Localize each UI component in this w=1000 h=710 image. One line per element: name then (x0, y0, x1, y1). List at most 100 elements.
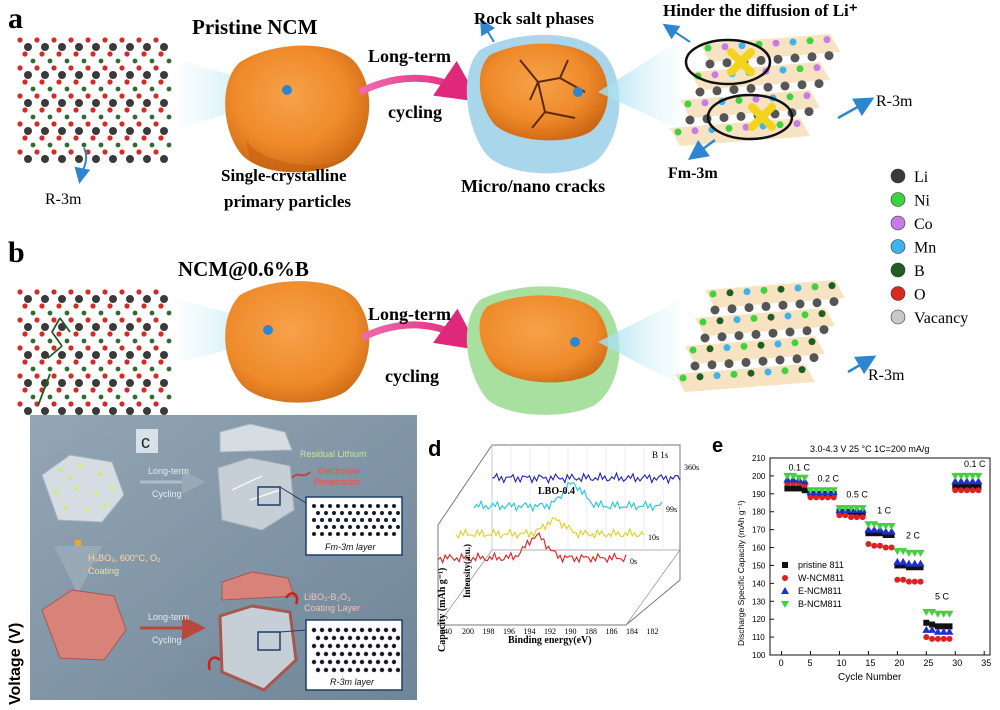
lithium-dot (92, 71, 100, 79)
point-e-ncm811 (957, 477, 966, 485)
r3m-atom (379, 667, 385, 673)
residual-lithium-label: Residual Lithium (300, 449, 367, 459)
oxygen-dot (153, 317, 159, 323)
point-e-ncm811 (968, 477, 977, 485)
oxygen-dot (68, 93, 74, 99)
fm3m-atom (352, 532, 356, 536)
y-tick-label: 200 (752, 472, 766, 481)
oxygen-dot (17, 121, 23, 127)
boron-particle (225, 281, 370, 403)
lithium-dot (160, 127, 168, 135)
point-w-ncm811 (940, 635, 947, 642)
tm-atom (803, 92, 811, 100)
octahedra-layer (675, 364, 815, 392)
xps-ylabel-cut: Capacity (mAh g⁻¹) (437, 568, 448, 652)
tm-dot (98, 338, 104, 344)
lithium-dot (58, 71, 66, 79)
lithium-dot (58, 407, 66, 415)
r3m-atom (311, 627, 317, 633)
residual-lithium-dot (57, 467, 63, 473)
legend-entry: W-NCM811 (798, 573, 844, 583)
r3m-atom (363, 651, 369, 657)
point-b-ncm811 (904, 549, 913, 557)
rate-label: 0.1 C (964, 459, 986, 469)
tm-dot (115, 86, 121, 92)
r3m-atom (395, 635, 401, 641)
oxygen-dot (22, 51, 28, 57)
oxygen-dot (68, 373, 74, 379)
r3m-atom (391, 627, 397, 633)
tm-dot (166, 394, 172, 400)
residual-lithium-dot (85, 507, 91, 513)
oxygen-dot (141, 135, 147, 141)
oxygen-dot (124, 303, 130, 309)
lithium-dot (126, 127, 134, 135)
r3m-atom (351, 627, 357, 633)
tm-atom (818, 310, 826, 318)
tm-dot (30, 58, 36, 64)
oxygen-dot (51, 317, 57, 323)
r3m-atom (363, 635, 369, 641)
oxygen-dot (22, 387, 28, 393)
fm3m-atom (320, 518, 324, 522)
oxygen-dot (90, 359, 96, 365)
tm-dot (81, 86, 87, 92)
point-b-ncm811 (841, 505, 850, 513)
tm-dot (98, 58, 104, 64)
point-pristine-811 (795, 485, 802, 492)
lbo-coated-particle (41, 589, 127, 661)
oxygen-dot (119, 373, 125, 379)
oxygen-dot (73, 387, 79, 393)
oxygen-dot (136, 37, 142, 43)
point-w-ncm811 (929, 635, 936, 642)
oxygen-dot (153, 401, 159, 407)
li-atom (710, 305, 720, 315)
tm-dot (30, 310, 36, 316)
point-w-ncm811 (807, 494, 814, 501)
r3m-atom (319, 627, 325, 633)
li-atom (690, 361, 700, 371)
voltage-side-label: Voltage (V) (7, 623, 24, 705)
tm-atom (740, 342, 748, 350)
tm-dot (115, 338, 121, 344)
point-pristine-811 (969, 483, 976, 490)
tm-dot (64, 338, 70, 344)
point-b-ncm811 (847, 505, 856, 513)
xps-xlabel: Binding energy(eV) (508, 635, 592, 646)
tm-atom (750, 314, 758, 322)
point-pristine-811 (877, 530, 883, 537)
oxygen-dot (141, 387, 147, 393)
oxygen-dot (17, 289, 23, 295)
rate-label: 2 C (906, 531, 921, 541)
legend-marker-b-ncm811 (781, 601, 789, 608)
fm3m-arrow (687, 138, 716, 160)
r3m-atom (327, 643, 333, 649)
fm3m-atom (364, 525, 368, 529)
r3m-atom (395, 667, 401, 673)
coating-step-line1: H₃BO₃, 600°C, O₂ (88, 553, 161, 563)
xps-tick: 188 (585, 627, 597, 636)
tm-atom (767, 313, 775, 321)
octahedra-layer (695, 308, 835, 336)
oxygen-dot (158, 387, 164, 393)
legend-label-co: Co (914, 216, 933, 233)
fm3m-atom (324, 511, 328, 515)
oxygen-dot (90, 107, 96, 113)
oxygen-dot (141, 79, 147, 85)
oxygen-dot (73, 135, 79, 141)
oxygen-dot (34, 121, 40, 127)
oxygen-dot (85, 345, 91, 351)
point-w-ncm811 (871, 542, 878, 549)
oxygen-dot (56, 107, 62, 113)
oxygen-dot (34, 149, 40, 155)
lithium-dot (58, 155, 66, 163)
point-w-ncm811 (830, 494, 837, 501)
point-pristine-811 (934, 623, 941, 630)
tm-dot (30, 86, 36, 92)
oxygen-dot (102, 37, 108, 43)
lithium-dot (126, 99, 134, 107)
li-atom (812, 298, 822, 308)
point-w-ncm811 (813, 494, 820, 501)
oxygen-dot (56, 331, 62, 337)
